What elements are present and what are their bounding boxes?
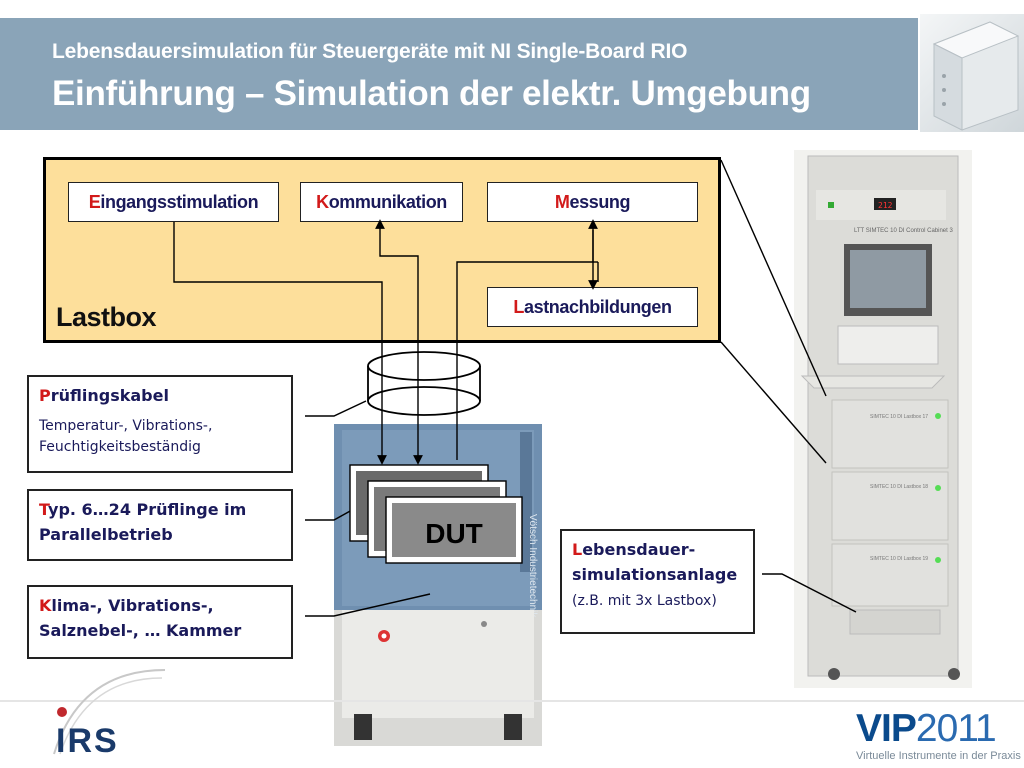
callout-lebensdauer-anlage: Lebensdauer-simulationsanlage (z.B. mit …: [560, 529, 755, 634]
lastbox-label: Lastbox: [56, 302, 157, 332]
callout-klima-kammer: Klima-, Vibrations-, Salznebel-, … Kamme…: [27, 585, 293, 659]
cabinet-display: 212: [878, 201, 893, 210]
callout-parallel: Typ. 6…24 Prüflinge im Parallelbetrieb: [27, 489, 293, 561]
dut-module-stack: DUT: [349, 464, 523, 564]
callout-pruflingskabel: Prüflingskabel Temperatur-, Vibrations-,…: [27, 375, 293, 473]
cable-bundle-icon: [367, 351, 481, 416]
cabinet-plate: LTT SIMTEC 10 DI Control Cabinet 3: [854, 228, 953, 234]
slide-subtitle: Lebensdauersimulation für Steuergeräte m…: [52, 40, 688, 63]
cabinet-lastbox-18: SIMTEC 10 DI Lastbox 18: [870, 484, 928, 490]
title-banner: Lebensdauersimulation für Steuergeräte m…: [0, 18, 918, 130]
control-cabinet-photo: 212 LTT SIMTEC 10 DI Control Cabinet 3 S…: [794, 150, 972, 688]
vip2011-logo: VIP2011 Virtuelle Instrumente in der Pra…: [856, 707, 1021, 763]
footer-rule: [0, 700, 1024, 702]
vip-tagline: Virtuelle Instrumente in der Praxis: [856, 750, 1021, 762]
slide-title: Einführung – Simulation der elektr. Umge…: [52, 74, 811, 113]
cabinet-lastbox-17: SIMTEC 10 DI Lastbox 17: [870, 414, 928, 420]
irs-logo: IRS: [40, 660, 170, 760]
vip-year: 2011: [915, 707, 997, 750]
dut-label: DUT: [425, 518, 483, 549]
chamber-brand: Vötsch Industrietechnik: [527, 514, 538, 618]
irs-logo-text: IRS: [56, 722, 119, 760]
cabinet-lastbox-19: SIMTEC 10 DI Lastbox 19: [870, 556, 928, 562]
vip-main: VIP: [856, 707, 917, 750]
lastbox-device-photo: [920, 14, 1024, 132]
